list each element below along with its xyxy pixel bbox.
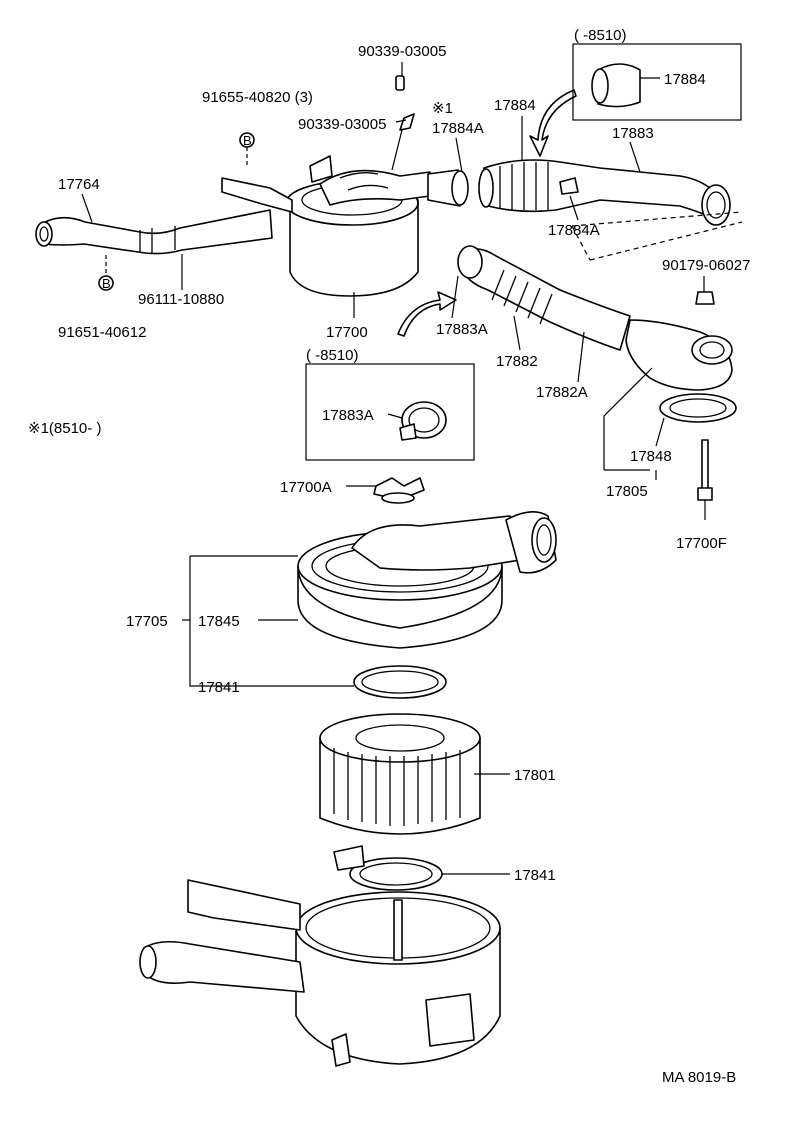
bolt-b-icon-left (98, 275, 114, 291)
label-17884A-top: 17884A (432, 120, 484, 137)
label-17884A-low: 17884A (548, 222, 600, 239)
label-17764: 17764 (58, 176, 100, 193)
label-17884-top: 17884 (494, 97, 536, 114)
label-17805: 17805 (606, 483, 648, 500)
housing-bottom (139, 845, 501, 1067)
label-box1-range: ( -8510) (574, 27, 627, 44)
label-17883A-box: 17883A (322, 407, 374, 424)
label-17845: 17845 (198, 613, 240, 630)
label-90179-06027: 90179-06027 (662, 257, 750, 274)
label-90339-03005-top: 90339-03005 (358, 43, 446, 60)
label-17848: 17848 (630, 448, 672, 465)
label-90339-03005-mid: 90339-03005 (298, 116, 386, 133)
bolt-b-icon-top (239, 132, 255, 148)
label-17882A: 17882A (536, 384, 588, 401)
label-17801: 17801 (514, 767, 556, 784)
box-17883A-earlier (305, 363, 475, 461)
label-17705: 17705 (126, 613, 168, 630)
label-17841-top: 17841 (198, 679, 240, 696)
leader-lines (81, 62, 706, 875)
label-17884-box: 17884 (664, 71, 706, 88)
hose-17882-assembly (457, 245, 737, 501)
gasket-17841-top (353, 665, 447, 699)
box-17884-earlier (572, 43, 742, 121)
label-note-star: ※1(8510- ) (28, 420, 101, 437)
top-air-cleaner-assembly (35, 75, 469, 297)
label-17882: 17882 (496, 353, 538, 370)
label-box2-range: ( -8510) (306, 347, 359, 364)
label-17883: 17883 (612, 125, 654, 142)
bolt-b-text-left: B (102, 276, 111, 291)
label-17700: 17700 (326, 324, 368, 341)
label-91651-40612: 91651-40612 (58, 324, 146, 341)
hose-17883-assembly (478, 159, 731, 226)
label-17841-bottom: 17841 (514, 867, 556, 884)
footer-code: MA 8019-B (662, 1069, 736, 1086)
label-17700A: 17700A (280, 479, 332, 496)
label-star1: ※1 (432, 100, 453, 117)
lid-17705 (297, 511, 557, 649)
label-91655-40820: 91655-40820 (3) (202, 89, 313, 106)
filter-element-17801 (319, 713, 481, 835)
label-17700F: 17700F (676, 535, 727, 552)
bolt-b-text-top: B (243, 133, 252, 148)
label-96111-10880: 96111-10880 (138, 291, 224, 308)
label-17883A: 17883A (436, 321, 488, 338)
